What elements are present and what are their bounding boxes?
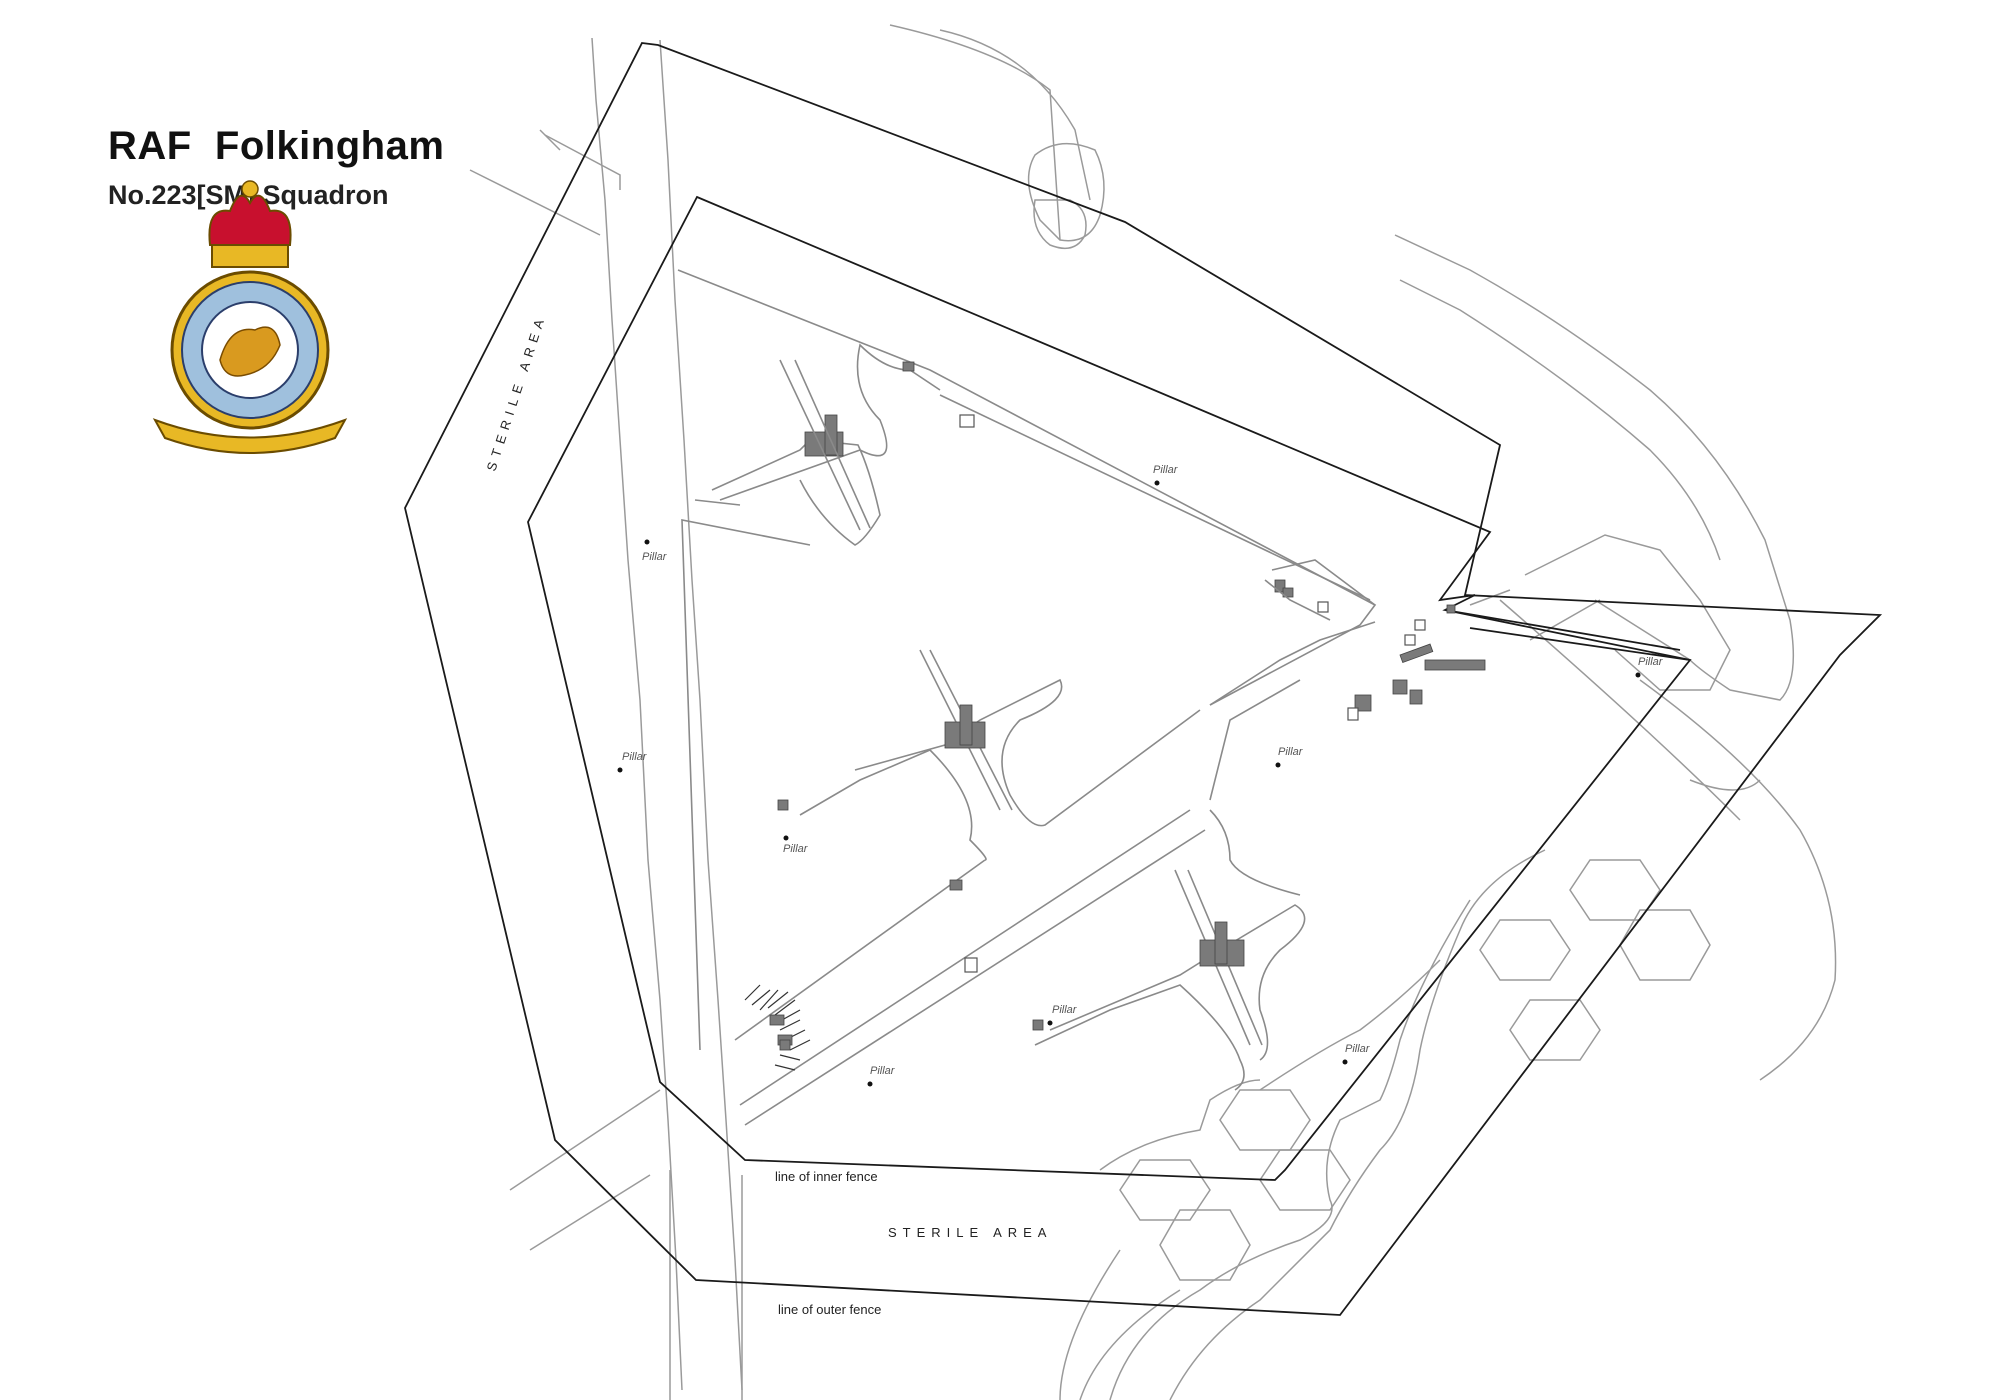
pillar-label: Pillar xyxy=(1345,1043,1371,1055)
technical-area xyxy=(1264,559,1486,721)
pillar-label: Pillar xyxy=(1638,656,1664,668)
outer-fence xyxy=(404,42,1883,1316)
inner-fence-label: line of inner fence xyxy=(775,1169,878,1184)
pillar-label: Pillar xyxy=(1153,464,1179,476)
launch-site-3 xyxy=(1032,809,1306,1091)
outer-fence-label: line of outer fence xyxy=(778,1302,881,1317)
pillar-label: Pillar xyxy=(1278,746,1304,758)
pillar-label: Pillar xyxy=(1052,1004,1078,1016)
launch-site-2 xyxy=(777,649,1201,973)
earthwork xyxy=(744,984,811,1071)
map-title: RAF Folkingham xyxy=(108,124,445,168)
launch-site-1 xyxy=(711,343,975,546)
pillar-label: Pillar xyxy=(783,843,809,855)
map-subtitle: No.223[SM] Squadron xyxy=(108,180,389,210)
sterile-area-label-bottom: STERILE AREA xyxy=(888,1225,1052,1240)
pillar-label: Pillar xyxy=(622,751,648,763)
pillar-label: Pillar xyxy=(870,1065,896,1077)
squadron-crest-icon xyxy=(152,180,348,454)
pillars: Pillar Pillar Pillar Pillar Pillar Pilla… xyxy=(617,464,1664,1087)
background-roads xyxy=(469,24,1837,1400)
pillar-label: Pillar xyxy=(642,551,668,563)
inner-fence xyxy=(527,195,1692,1181)
